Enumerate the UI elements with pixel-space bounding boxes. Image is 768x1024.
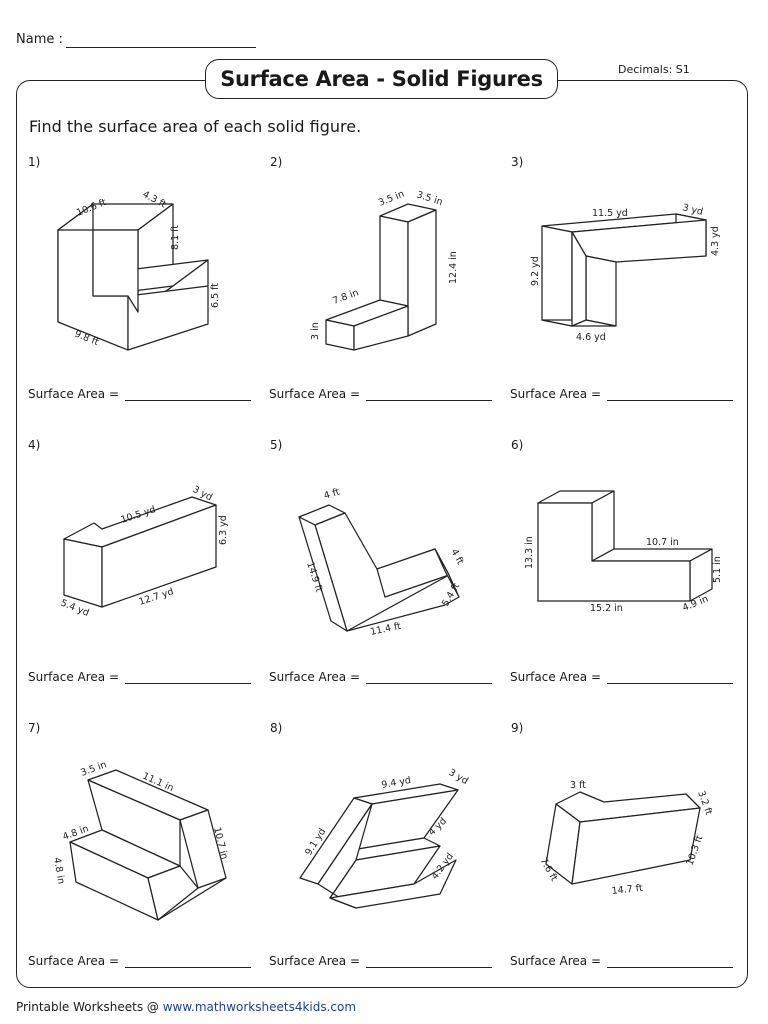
fig1-dim-4: 6.5 ft: [210, 283, 221, 308]
fig7-step-front: [147, 865, 199, 921]
fig4-end-face: [63, 538, 103, 608]
figure-5-v-solid: 4 ft 14.9 ft 4 ft 5.4 ft 11.4 ft: [298, 486, 466, 638]
answer-2-label: Surface Area =: [269, 387, 361, 401]
fig5-dim-3: 4 ft: [448, 547, 465, 567]
fig3-inner-leg: [585, 255, 617, 327]
answer-5-blank[interactable]: [366, 671, 493, 684]
fig2-dim-2: 3.5 in: [415, 189, 444, 208]
figure-4-notched-prism: 10.5 yd 3 yd 6.3 yd 12.7 yd 5.4 yd: [59, 484, 229, 619]
fig4-front-face: [101, 504, 217, 608]
fig5-bottom-edge: [346, 596, 460, 632]
fig6-dim-4: 15.2 in: [590, 603, 623, 614]
answer-4: Surface Area =: [28, 670, 252, 684]
figure-6-l-solid: 13.3 in 10.7 in 5.1 in 15.2 in 4.9 in: [524, 490, 723, 614]
answer-4-label: Surface Area =: [28, 670, 120, 684]
figure-2-l-tower: 3.5 in 3.5 in 12.4 in 7.8 in 3 in: [310, 189, 459, 351]
fig5-dim-4: 5.4 ft: [440, 581, 462, 608]
fig3-left-leg: [541, 225, 573, 327]
answer-2: Surface Area =: [269, 387, 493, 401]
answer-7-blank[interactable]: [125, 955, 252, 968]
fig9-dim-5: 14.7 ft: [611, 883, 643, 897]
fig9-dim-1: 3 ft: [570, 780, 586, 791]
fig8-dim-2: 3 yd: [447, 767, 470, 787]
answer-1: Surface Area =: [28, 387, 252, 401]
answer-1-label: Surface Area =: [28, 387, 120, 401]
answer-7-label: Surface Area =: [28, 954, 120, 968]
problem-5-number: 5): [270, 438, 283, 452]
figure-1-l-solid: 10.6 ft 4.3 ft 8.1 ft 6.5 ft 9.8 ft: [57, 189, 221, 351]
answer-5: Surface Area =: [269, 670, 493, 684]
answer-2-blank[interactable]: [366, 388, 493, 401]
fig2-dim-1: 3.5 in: [377, 189, 406, 209]
problem-2-number: 2): [270, 155, 283, 169]
footer: Printable Worksheets @ www.mathworksheet…: [16, 1000, 356, 1014]
fig3-dim-1: 11.5 yd: [592, 208, 628, 219]
answer-6-blank[interactable]: [607, 671, 734, 684]
answer-9-label: Surface Area =: [510, 954, 602, 968]
version-label: Decimals: S1: [618, 63, 690, 76]
fig6-dim-3: 5.1 in: [712, 556, 723, 583]
fig2-dim-4: 7.8 in: [331, 287, 360, 307]
fig2-tower-front: [379, 215, 409, 307]
problem-7-number: 7): [28, 721, 41, 735]
fig5-dim-1: 4 ft: [323, 486, 342, 501]
answer-3: Surface Area =: [510, 387, 734, 401]
instructions: Find the surface area of each solid figu…: [29, 117, 362, 136]
problem-9-number: 9): [511, 721, 524, 735]
fig1-inner-wall: [92, 229, 139, 313]
fig3-leg-front: [571, 231, 587, 327]
answer-3-label: Surface Area =: [510, 387, 602, 401]
answer-9-blank[interactable]: [607, 955, 734, 968]
fig3-dim-5: 4.6 yd: [576, 332, 606, 343]
fig3-dim-2: 3 yd: [681, 202, 704, 218]
name-blank[interactable]: [66, 47, 256, 48]
fig2-dim-3: 12.4 in: [448, 251, 459, 284]
fig2-dim-5: 3 in: [310, 322, 321, 340]
answer-7: Surface Area =: [28, 954, 252, 968]
fig7-bottom-edge: [157, 877, 227, 921]
answer-4-blank[interactable]: [125, 671, 252, 684]
figure-3-l-solid: 11.5 yd 3 yd 4.3 yd 9.2 yd 4.6 yd: [530, 202, 721, 343]
answer-6: Surface Area =: [510, 670, 734, 684]
footer-site-link[interactable]: www.mathworksheets4kids.com: [162, 1000, 357, 1014]
figure-8-slanted-z: 9.4 yd 3 yd 9.1 yd 4 yd 4.2 yd: [299, 767, 470, 909]
fig4-dim-3: 6.3 yd: [218, 515, 229, 545]
figure-7-slanted-step: 3.5 in 11.1 in 10.7 in 4.8 in 4.8 in: [51, 759, 230, 921]
answer-1-blank[interactable]: [125, 388, 252, 401]
fig2-base-end: [325, 319, 355, 351]
name-label: Name :: [16, 32, 63, 47]
fig6-dim-2: 10.7 in: [646, 537, 679, 548]
fig6-front-face: [537, 502, 691, 602]
answer-9: Surface Area =: [510, 954, 734, 968]
figure-9-notched-block: 3 ft 3.2 ft 10.3 ft 7.6 ft 14.7 ft: [537, 780, 714, 897]
fig2-base-front: [353, 305, 409, 351]
fig6-dim-1: 13.3 in: [524, 536, 535, 569]
fig2-tower-side: [407, 209, 437, 337]
answer-8-label: Surface Area =: [269, 954, 361, 968]
answer-5-label: Surface Area =: [269, 670, 361, 684]
worksheet-title: Surface Area - Solid Figures: [205, 59, 558, 99]
problem-8-number: 8): [270, 721, 283, 735]
footer-prefix: Printable Worksheets @: [16, 1000, 163, 1014]
fig3-dim-4: 9.2 yd: [530, 256, 541, 286]
problem-1-number: 1): [28, 155, 41, 169]
problem-4-number: 4): [28, 438, 41, 452]
problem-3-number: 3): [511, 155, 524, 169]
fig7-dim-5: 4.8 in: [51, 857, 66, 885]
fig1-dim-3: 8.1 ft: [170, 225, 181, 250]
fig3-dim-3: 4.3 yd: [710, 226, 721, 256]
answer-8: Surface Area =: [269, 954, 493, 968]
fig8-bottom-face: [329, 859, 457, 909]
fig9-front-face: [571, 807, 701, 885]
problem-6-number: 6): [511, 438, 524, 452]
fig1-right-face: [127, 285, 209, 351]
answer-3-blank[interactable]: [607, 388, 734, 401]
answer-8-blank[interactable]: [366, 955, 493, 968]
fig8-dim-1: 9.4 yd: [381, 775, 412, 791]
answer-6-label: Surface Area =: [510, 670, 602, 684]
